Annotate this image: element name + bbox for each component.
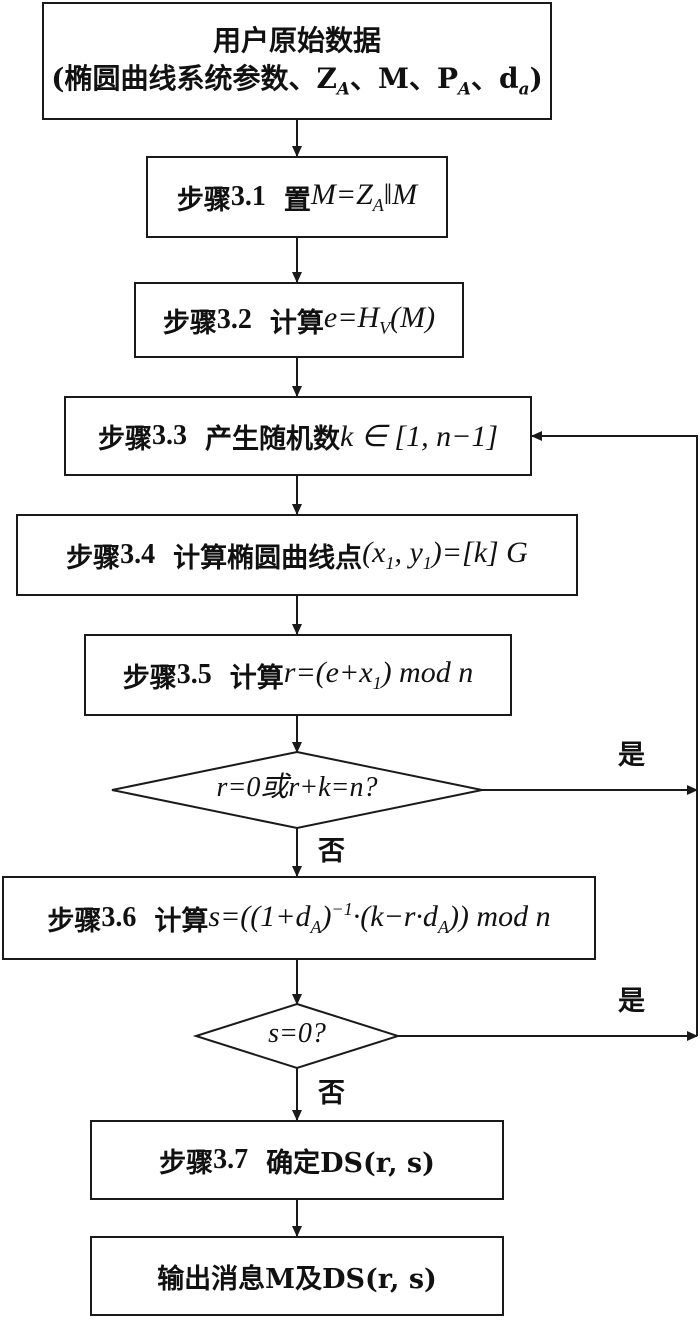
edge-label-yes-1: 是 (618, 740, 645, 771)
loop-back-line (531, 431, 698, 1036)
edge-label-yes-2: 是 (618, 986, 645, 1017)
decision-1-text: r=0或r+k=n? (216, 772, 378, 803)
edge-label-no-1: 否 (318, 836, 345, 867)
start-node: 用户原始数据 (椭圆曲线系统参数、ZA、M、PA、da) (42, 2, 552, 120)
end-node: 输出消息M及DS(r, s) (90, 1236, 504, 1316)
start-line2: (椭圆曲线系统参数、ZA、M、PA、da) (51, 61, 543, 99)
start-line1: 用户原始数据 (212, 23, 381, 57)
edge-label-no-2: 否 (318, 1078, 345, 1109)
decision-2-text: s=0? (268, 1018, 326, 1049)
